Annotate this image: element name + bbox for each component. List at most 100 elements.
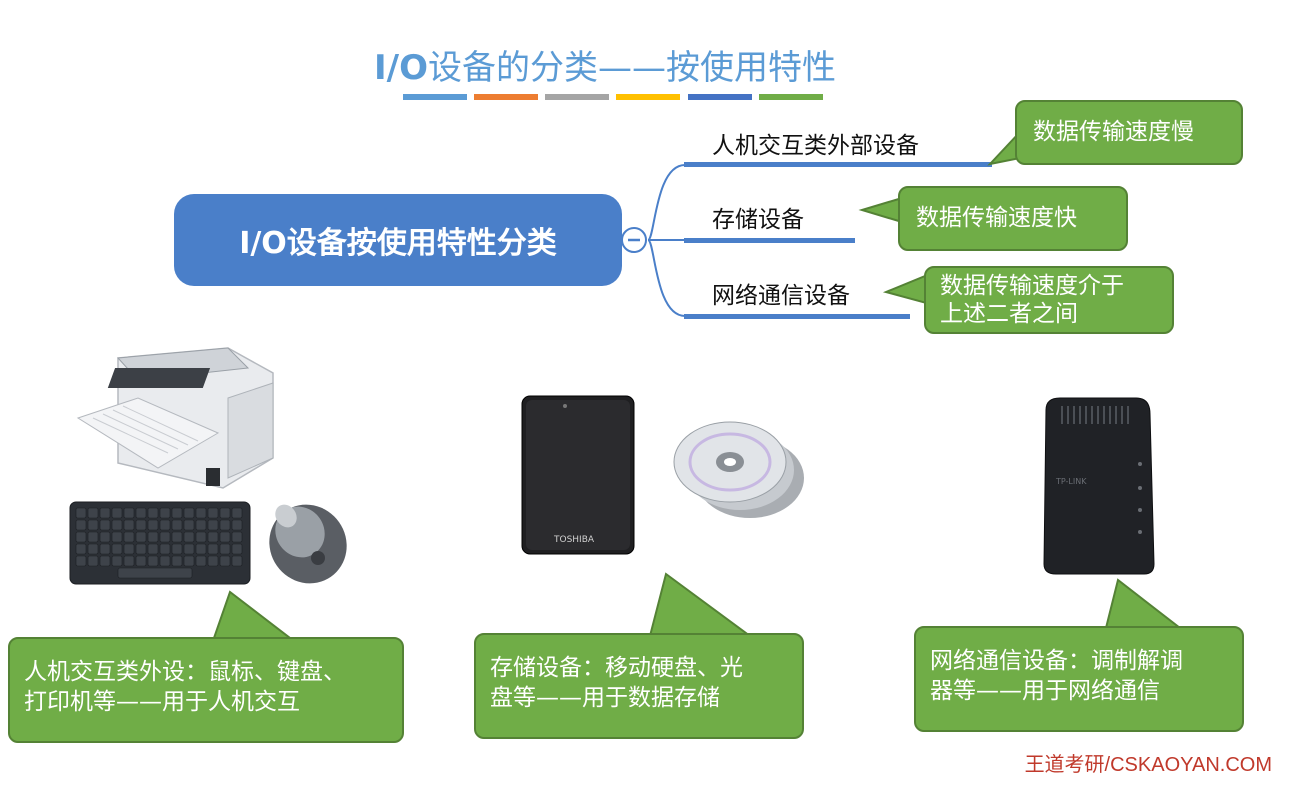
title-stripe-yellow	[616, 94, 680, 100]
keyboard-key	[195, 519, 207, 531]
keyboard-key	[75, 519, 87, 531]
keyboard-key	[159, 531, 171, 543]
keyboard-key	[195, 555, 207, 567]
keyboard-key	[183, 507, 195, 519]
keyboard-key	[147, 507, 159, 519]
external-hdd-image: TOSHIBA	[521, 395, 635, 555]
keyboard-key	[207, 519, 219, 531]
title-stripe-orange	[474, 94, 538, 100]
keyboard-key	[207, 543, 219, 555]
root-label: I/O设备按使用特性分类	[239, 226, 557, 261]
callout-storage-line2: 盘等——用于数据存储	[490, 685, 720, 711]
hdd-brand-label: TOSHIBA	[553, 535, 595, 545]
keyboard-key	[183, 519, 195, 531]
keyboard-key	[111, 543, 123, 555]
keyboard-key	[99, 519, 111, 531]
keyboard-key	[171, 507, 183, 519]
printer-image	[76, 347, 274, 489]
keyboard-key	[111, 519, 123, 531]
keyboard-key	[219, 543, 231, 555]
footer-brand: 王道考研/CSKAOYAN.COM	[1024, 754, 1272, 776]
callout-hci-line1: 人机交互类外设：鼠标、键盘、	[24, 659, 346, 685]
modem-image: TP-LINK	[1043, 397, 1155, 575]
collapse-icon[interactable]	[620, 226, 648, 254]
keyboard-key	[171, 555, 183, 567]
modem-brand-label: TP-LINK	[1055, 477, 1087, 486]
keyboard-key	[231, 507, 243, 519]
keyboard-key	[147, 519, 159, 531]
branch-line-storage	[684, 238, 855, 243]
keyboard-key	[111, 531, 123, 543]
keyboard-key	[99, 531, 111, 543]
keyboard-key	[183, 531, 195, 543]
keyboard-key	[123, 519, 135, 531]
keyboard-key	[87, 531, 99, 543]
branch-label-network[interactable]: 网络通信设备	[712, 283, 850, 309]
keyboard-key	[99, 507, 111, 519]
keyboard-key	[231, 531, 243, 543]
keyboard-key	[231, 555, 243, 567]
mindmap-root-node[interactable]: I/O设备按使用特性分类	[174, 194, 622, 286]
callout-storage-line1: 存储设备：移动硬盘、光	[490, 655, 743, 681]
title-stripe-blue	[403, 94, 467, 100]
note-text-storage: 数据传输速度快	[916, 205, 1077, 231]
keyboard-key	[219, 531, 231, 543]
keyboard-key	[87, 519, 99, 531]
keyboard-key	[207, 531, 219, 543]
keyboard-key	[183, 555, 195, 567]
branch-label-hci[interactable]: 人机交互类外部设备	[712, 133, 919, 159]
keyboard-key	[231, 543, 243, 555]
keyboard-key	[99, 543, 111, 555]
keyboard-key	[195, 507, 207, 519]
note-text-network-2: 上述二者之间	[940, 301, 1078, 327]
keyboard-key	[219, 519, 231, 531]
keyboard-key	[207, 555, 219, 567]
note-text-network-1: 数据传输速度介于	[940, 273, 1124, 299]
keyboard-image	[69, 501, 251, 585]
keyboard-key	[171, 531, 183, 543]
keyboard-key	[87, 543, 99, 555]
keyboard-key	[219, 507, 231, 519]
keyboard-key	[99, 555, 111, 567]
callout-pointer	[1104, 578, 1183, 629]
page-title: I/O设备的分类——按使用特性	[0, 40, 1210, 89]
keyboard-key	[147, 543, 159, 555]
keyboard-key	[123, 543, 135, 555]
branch-label-storage[interactable]: 存储设备	[712, 207, 804, 233]
title-rest: 设备的分类——按使用特性	[427, 48, 836, 88]
keyboard-key	[183, 543, 195, 555]
keyboard-key	[171, 519, 183, 531]
keyboard-key	[159, 507, 171, 519]
keyboard-key	[195, 543, 207, 555]
keyboard-key	[171, 543, 183, 555]
keyboard-key	[87, 507, 99, 519]
keyboard-key	[87, 555, 99, 567]
callout-network-line1: 网络通信设备：调制解调	[930, 648, 1183, 674]
callout-pointer	[648, 572, 754, 637]
keyboard-key	[111, 555, 123, 567]
branch-line-network	[684, 314, 910, 319]
keyboard-key	[159, 543, 171, 555]
keyboard-key	[135, 555, 147, 567]
keyboard-key	[135, 519, 147, 531]
keyboard-key	[135, 543, 147, 555]
title-stripe-darkblue	[688, 94, 752, 100]
keyboard-key	[111, 507, 123, 519]
keyboard-key	[135, 531, 147, 543]
keyboard-key	[75, 543, 87, 555]
title-prefix: I/O	[374, 48, 428, 88]
keyboard-key	[147, 531, 159, 543]
keyboard-key	[231, 519, 243, 531]
branch-line-hci	[684, 162, 992, 167]
keyboard-key	[207, 507, 219, 519]
keyboard-key	[159, 555, 171, 567]
callout-pointer	[212, 590, 293, 639]
keyboard-key	[219, 555, 231, 567]
keyboard-key	[159, 519, 171, 531]
keyboard-key	[123, 507, 135, 519]
keyboard-key	[135, 507, 147, 519]
keyboard-key	[75, 555, 87, 567]
keyboard-key	[75, 507, 87, 519]
callout-network-line2: 器等——用于网络通信	[930, 678, 1160, 704]
